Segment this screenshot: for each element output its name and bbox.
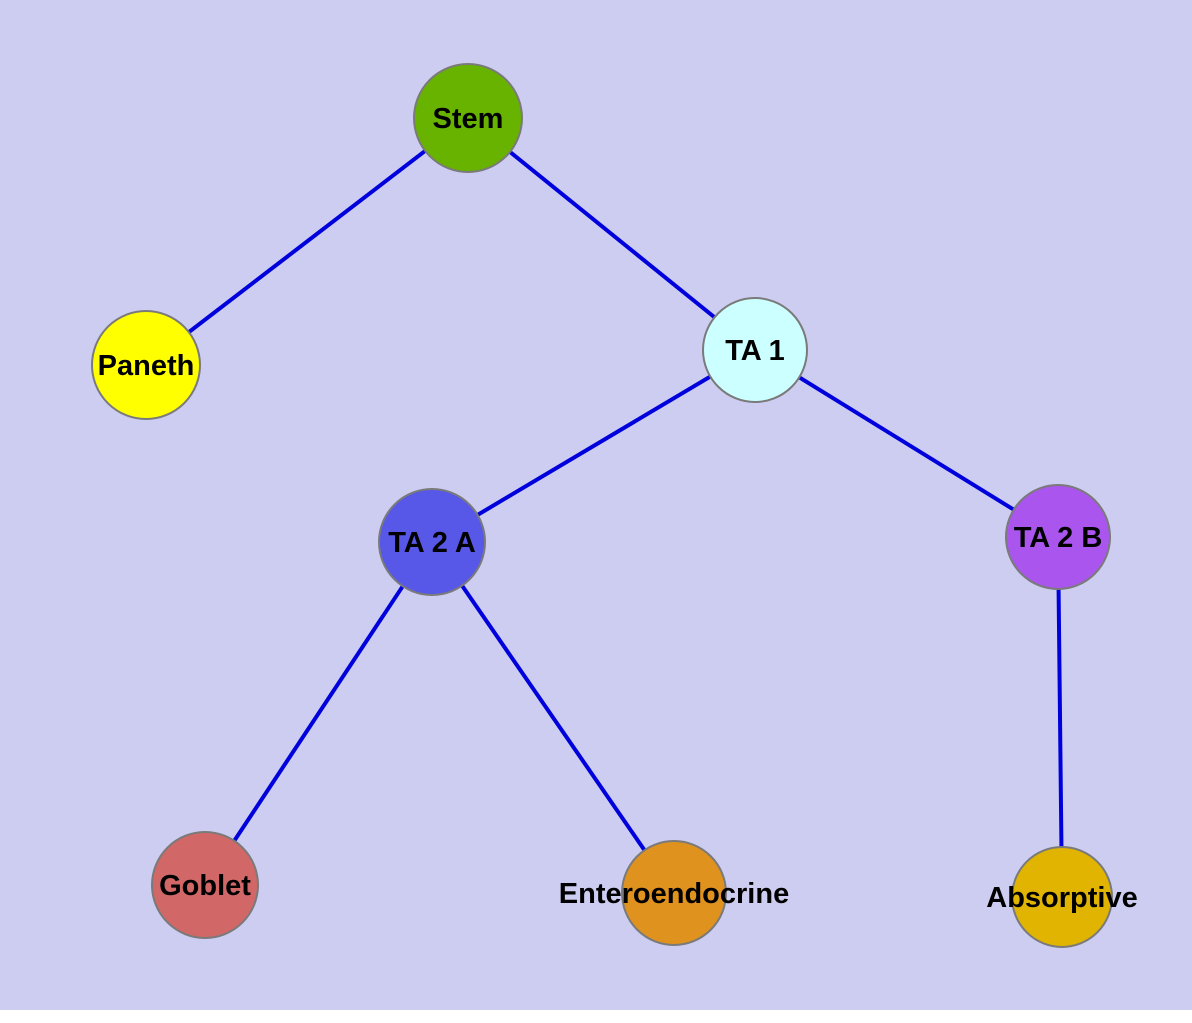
node-label-ta2a: TA 2 A — [388, 527, 476, 559]
node-paneth[interactable]: Paneth — [91, 310, 201, 420]
node-label-enteroendocrine: Enteroendocrine — [559, 878, 789, 910]
node-ta1[interactable]: TA 1 — [702, 297, 808, 403]
node-circle-absorptive[interactable] — [1011, 846, 1113, 948]
node-label-paneth: Paneth — [98, 350, 195, 382]
node-label-absorptive: Absorptive — [986, 882, 1137, 914]
node-circle-stem[interactable] — [413, 63, 523, 173]
node-stem[interactable]: Stem — [413, 63, 523, 173]
node-circle-ta2b[interactable] — [1005, 484, 1111, 590]
node-circle-goblet[interactable] — [151, 831, 259, 939]
node-circle-enteroendocrine[interactable] — [621, 840, 727, 946]
node-label-ta1: TA 1 — [725, 335, 785, 367]
edge-stem-paneth — [144, 116, 470, 367]
node-label-stem: Stem — [433, 103, 504, 135]
edge-ta2a-enteroendocrine — [430, 540, 676, 895]
edge-ta1-ta2b — [753, 348, 1060, 539]
node-circle-ta1[interactable] — [702, 297, 808, 403]
edges-layer — [144, 116, 1064, 898]
node-circle-ta2a[interactable] — [378, 488, 486, 596]
edge-ta1-ta2a — [430, 348, 757, 544]
edge-ta2a-goblet — [203, 540, 434, 887]
node-label-goblet: Goblet — [159, 870, 251, 902]
node-circle-paneth[interactable] — [91, 310, 201, 420]
node-absorptive[interactable]: Absorptive — [986, 846, 1138, 948]
edge-ta2b-absorptive — [1056, 536, 1064, 898]
node-enteroendocrine[interactable]: Enteroendocrine — [559, 840, 789, 946]
edge-stem-ta1 — [466, 116, 757, 352]
node-ta2a[interactable]: TA 2 A — [378, 488, 486, 596]
node-ta2b[interactable]: TA 2 B — [1005, 484, 1111, 590]
node-goblet[interactable]: Goblet — [151, 831, 259, 939]
node-label-ta2b: TA 2 B — [1014, 522, 1103, 554]
